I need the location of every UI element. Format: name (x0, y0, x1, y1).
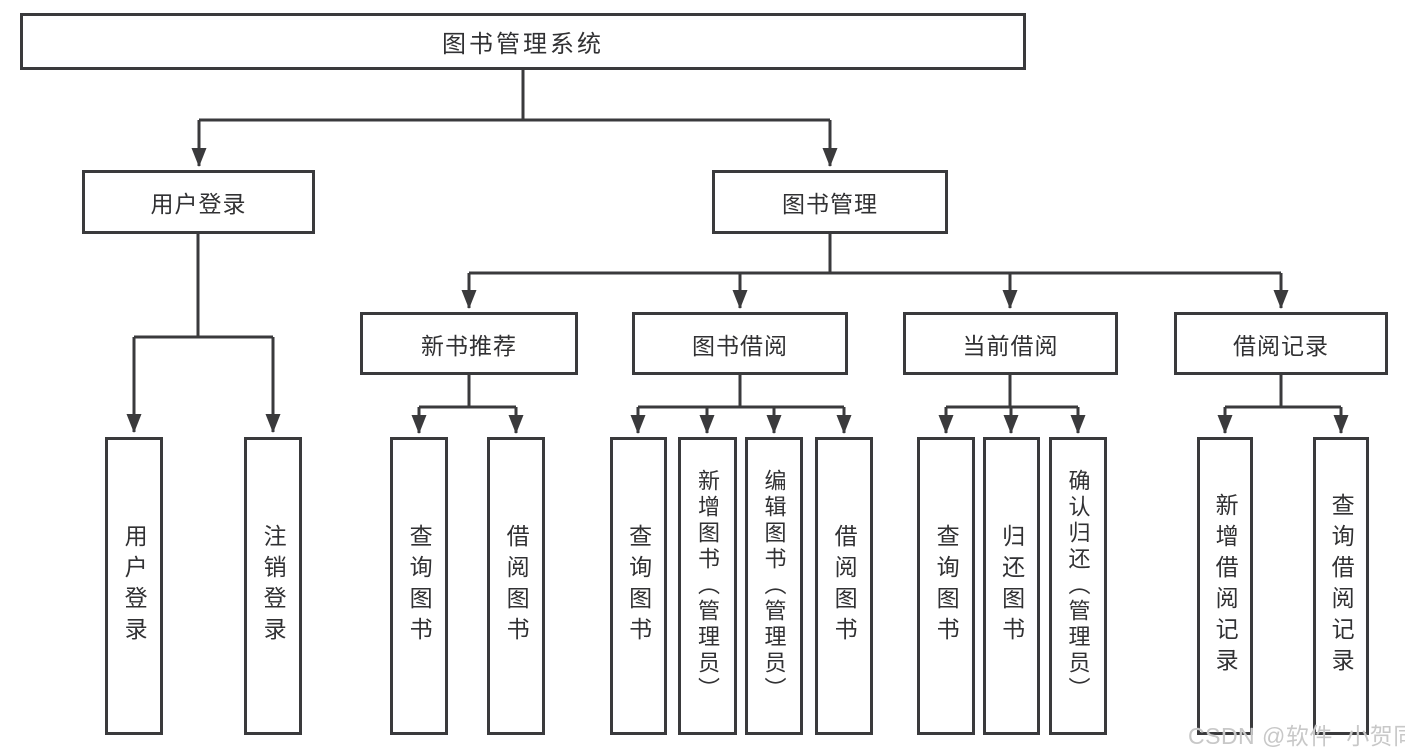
leaf-query-books-recommend-label: 查询图书 (406, 524, 433, 648)
leaf-logout: 注销登录 (244, 437, 302, 735)
leaf-add-borrow-record: 新增借阅记录 (1197, 437, 1253, 735)
group-new-book-recommend-label: 新书推荐 (421, 332, 517, 359)
group-borrow-record-label: 借阅记录 (1233, 332, 1329, 359)
leaf-borrow-books-label: 借阅图书 (831, 524, 858, 648)
root-node: 图书管理系统 (20, 13, 1026, 70)
leaf-query-borrow-record-label: 查询借阅记录 (1328, 493, 1355, 679)
leaf-query-books-recommend: 查询图书 (390, 437, 448, 735)
group-book-borrow-label: 图书借阅 (692, 332, 788, 359)
leaf-query-books-current-label: 查询图书 (933, 524, 960, 648)
root-node-label: 图书管理系统 (442, 31, 604, 58)
leaf-edit-books-admin: 编辑图书（管理员） (745, 437, 803, 735)
csdn-watermark: CSDN @软件_小贺同学 (1188, 723, 1405, 747)
leaf-edit-books-admin-label: 编辑图书（管理员） (761, 469, 787, 703)
group-new-book-recommend: 新书推荐 (360, 312, 578, 375)
leaf-user-login: 用户登录 (105, 437, 163, 735)
leaf-logout-label: 注销登录 (260, 524, 287, 648)
branch-user-login-label: 用户登录 (150, 191, 247, 217)
leaf-query-books-borrow-label: 查询图书 (625, 524, 652, 648)
leaf-add-borrow-record-label: 新增借阅记录 (1212, 493, 1239, 679)
leaf-user-login-label: 用户登录 (121, 524, 148, 648)
leaf-return-books: 归还图书 (983, 437, 1040, 735)
leaf-borrow-books: 借阅图书 (815, 437, 873, 735)
leaf-query-borrow-record: 查询借阅记录 (1313, 437, 1369, 735)
leaf-query-books-current: 查询图书 (917, 437, 975, 735)
group-book-borrow: 图书借阅 (632, 312, 848, 375)
group-current-borrow: 当前借阅 (903, 312, 1118, 375)
leaf-query-books-borrow: 查询图书 (610, 437, 667, 735)
leaf-add-books-admin: 新增图书（管理员） (678, 437, 737, 735)
branch-book-management-label: 图书管理 (782, 191, 878, 217)
branch-user-login: 用户登录 (82, 170, 315, 234)
branch-book-management: 图书管理 (712, 170, 948, 234)
leaf-borrow-books-recommend: 借阅图书 (487, 437, 545, 735)
leaf-add-books-admin-label: 新增图书（管理员） (695, 469, 721, 703)
leaf-confirm-return-admin: 确认归还（管理员） (1049, 437, 1107, 735)
group-borrow-record: 借阅记录 (1174, 312, 1388, 375)
group-current-borrow-label: 当前借阅 (962, 332, 1059, 359)
leaf-borrow-books-recommend-label: 借阅图书 (503, 524, 530, 648)
leaf-return-books-label: 归还图书 (998, 524, 1025, 648)
leaf-confirm-return-admin-label: 确认归还（管理员） (1065, 469, 1091, 703)
